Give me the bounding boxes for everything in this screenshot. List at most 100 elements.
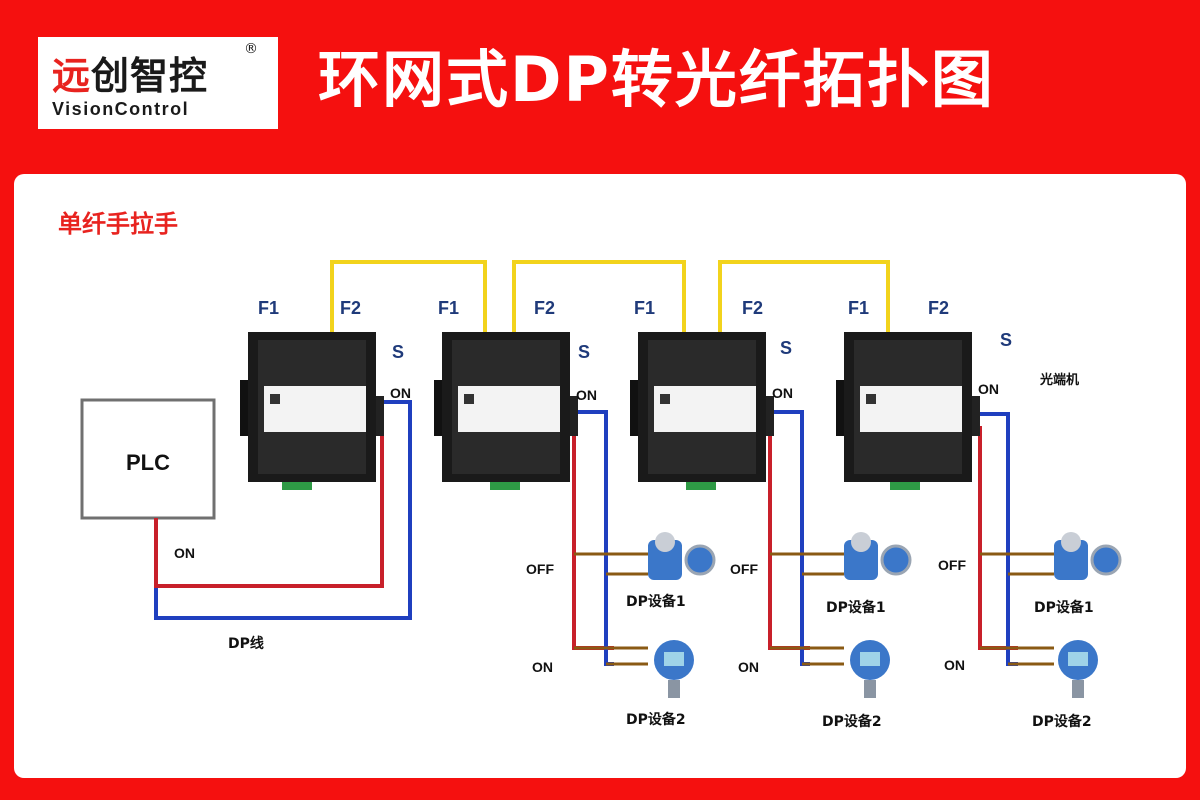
- device-stubs: [574, 552, 1054, 666]
- din-clip: [836, 380, 844, 436]
- transmitter-display: [664, 652, 684, 666]
- transmitter-display: [860, 652, 880, 666]
- encoder-flange: [684, 544, 716, 576]
- stubs-group: [770, 552, 844, 666]
- terminal-block: [282, 482, 312, 490]
- stubs-group: [980, 552, 1054, 666]
- terminal-block: [890, 482, 920, 490]
- f2-label: F2: [928, 298, 949, 318]
- f1-label: F1: [438, 298, 459, 318]
- converter: [434, 332, 578, 490]
- dp-device1-label: DP设备1: [626, 593, 686, 610]
- diagram-panel: 单纤手拉手 PLC ON DP线: [14, 174, 1186, 778]
- qr-icon: [866, 394, 876, 404]
- dp-device2-label: DP设备2: [822, 713, 882, 730]
- logo-chars: 创智控: [91, 54, 209, 98]
- fiber-link: [512, 260, 686, 332]
- dp-port: [570, 396, 578, 436]
- off-label: OFF: [938, 557, 966, 573]
- dp-port: [376, 396, 384, 436]
- terminal-block: [686, 482, 716, 490]
- transmitter-display: [1068, 652, 1088, 666]
- din-clip: [630, 380, 638, 436]
- converter: [836, 332, 980, 490]
- branch-red: [978, 426, 1018, 650]
- on-labels: ON ON ON ON: [390, 381, 999, 403]
- topology-diagram: PLC ON DP线: [80, 260, 1122, 730]
- s-label: S: [1000, 330, 1012, 350]
- din-clip: [240, 380, 248, 436]
- encoder-cap: [1061, 532, 1081, 552]
- plc-box: [80, 398, 216, 520]
- encoder-flange: [880, 544, 912, 576]
- on-label: ON: [738, 659, 759, 675]
- dp-device1-label: DP设备1: [826, 599, 886, 616]
- f1-label: F1: [848, 298, 869, 318]
- transmitter-device: [850, 640, 890, 698]
- encoder-cap: [655, 532, 675, 552]
- dp-line-label: DP线: [228, 635, 264, 652]
- dp-device2-label: DP设备2: [1032, 713, 1092, 730]
- subtitle: 单纤手拉手: [58, 210, 178, 238]
- f1-label: F1: [634, 298, 655, 318]
- f2-label: F2: [742, 298, 763, 318]
- dp-port: [766, 396, 774, 436]
- din-clip: [434, 380, 442, 436]
- qr-icon: [464, 394, 474, 404]
- stubs-group: [574, 552, 648, 666]
- registered-mark: ®: [244, 41, 258, 57]
- encoder-device: [1054, 532, 1122, 580]
- encoder-device: [648, 532, 716, 580]
- logo-text-en: VisionControl: [52, 99, 190, 119]
- branch-blue: [574, 410, 614, 666]
- branch-blue: [770, 410, 810, 666]
- on-label: ON: [978, 381, 999, 397]
- s-label: S: [780, 338, 792, 358]
- off-label: OFF: [730, 561, 758, 577]
- logo-text-cn: 远创智控: [52, 45, 208, 100]
- converter: [630, 332, 774, 490]
- terminal-block: [490, 482, 520, 490]
- converter-label: [860, 386, 962, 432]
- converter-label: [654, 386, 756, 432]
- f2-label: F2: [340, 298, 361, 318]
- on-label: ON: [532, 659, 553, 675]
- qr-icon: [270, 394, 280, 404]
- converter-label: [264, 386, 366, 432]
- fiber-link: [718, 260, 890, 332]
- on-label: ON: [576, 387, 597, 403]
- device-note: 光端机: [1039, 372, 1079, 388]
- transmitter-device: [1058, 640, 1098, 698]
- page-title: 环网式DP转光纤拓扑图: [318, 43, 995, 116]
- encoder-device: [844, 532, 912, 580]
- dp-port: [972, 396, 980, 436]
- on-label: ON: [772, 385, 793, 401]
- encoder-flange: [1090, 544, 1122, 576]
- on-label: ON: [944, 657, 965, 673]
- s-label: S: [392, 342, 404, 362]
- converter-label: [458, 386, 560, 432]
- branch-blue: [980, 412, 1018, 666]
- plc-label: PLC: [126, 450, 170, 475]
- logo: 远创智控 ® VisionControl: [38, 37, 278, 129]
- device-labels: DP设备1 DP设备2 DP设备1 DP设备2 DP设备1 DP设备2: [626, 593, 1094, 730]
- plc-on-label: ON: [174, 545, 195, 561]
- transmitter-stem: [864, 680, 876, 698]
- f1-label: F1: [258, 298, 279, 318]
- off-label: OFF: [526, 561, 554, 577]
- converter: [240, 332, 384, 490]
- encoder-body: [1054, 540, 1088, 580]
- encoder-cap: [851, 532, 871, 552]
- transmitter-device: [654, 640, 694, 698]
- encoder-body: [648, 540, 682, 580]
- branch-switch-labels: OFF ON OFF ON OFF ON: [526, 557, 966, 675]
- dp-device1-label: DP设备1: [1034, 599, 1094, 616]
- f2-label: F2: [534, 298, 555, 318]
- s-label: S: [578, 342, 590, 362]
- transmitter-stem: [668, 680, 680, 698]
- transmitter-stem: [1072, 680, 1084, 698]
- encoder-body: [844, 540, 878, 580]
- port-labels: F1 F2 F1 F2 F1 F2 F1 F2 S S S S: [258, 298, 1012, 362]
- qr-icon: [660, 394, 670, 404]
- dp-device2-label: DP设备2: [626, 711, 686, 728]
